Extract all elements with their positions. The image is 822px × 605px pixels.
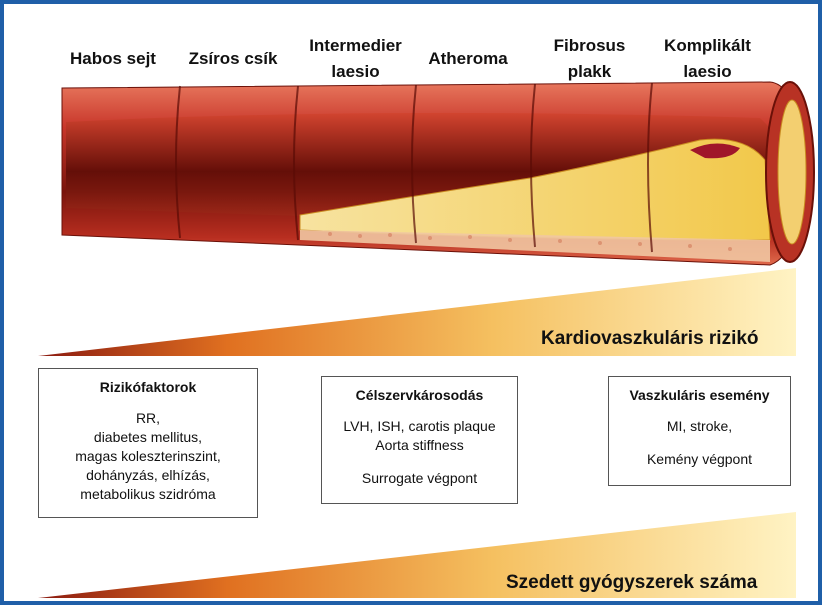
risk-factor-line: magas koleszterinszint,	[39, 447, 257, 466]
target-organ-line	[322, 455, 517, 469]
artery-illustration	[62, 82, 814, 265]
vascular-event-box: Vaszkuláris esemény MI, stroke, Kemény v…	[608, 376, 791, 486]
risk-wedge-label: Kardiovaszkuláris rizikó	[541, 328, 759, 350]
vascular-event-line	[609, 436, 790, 450]
target-organ-line: LVH, ISH, carotis plaque	[322, 417, 517, 436]
target-organ-title: Célszervkárosodás	[322, 387, 517, 403]
risk-factor-line: dohányzás, elhízás,	[39, 466, 257, 485]
risk-factors-title: Rizikófaktorok	[39, 379, 257, 395]
vascular-event-title: Vaszkuláris esemény	[609, 387, 790, 403]
target-organ-line: Surrogate végpont	[322, 469, 517, 488]
vascular-event-line: MI, stroke,	[609, 417, 790, 436]
risk-factor-line: RR,	[39, 409, 257, 428]
drug-wedge-label: Szedett gyógyszerek száma	[506, 572, 757, 594]
risk-factor-line: diabetes mellitus,	[39, 428, 257, 447]
target-organ-box: Célszervkárosodás LVH, ISH, carotis plaq…	[321, 376, 518, 504]
target-organ-line: Aorta stiffness	[322, 436, 517, 455]
risk-factor-line: metabolikus szidróma	[39, 485, 257, 504]
risk-factors-box: Rizikófaktorok RR, diabetes mellitus, ma…	[38, 368, 258, 518]
vascular-event-line: Kemény végpont	[609, 450, 790, 469]
